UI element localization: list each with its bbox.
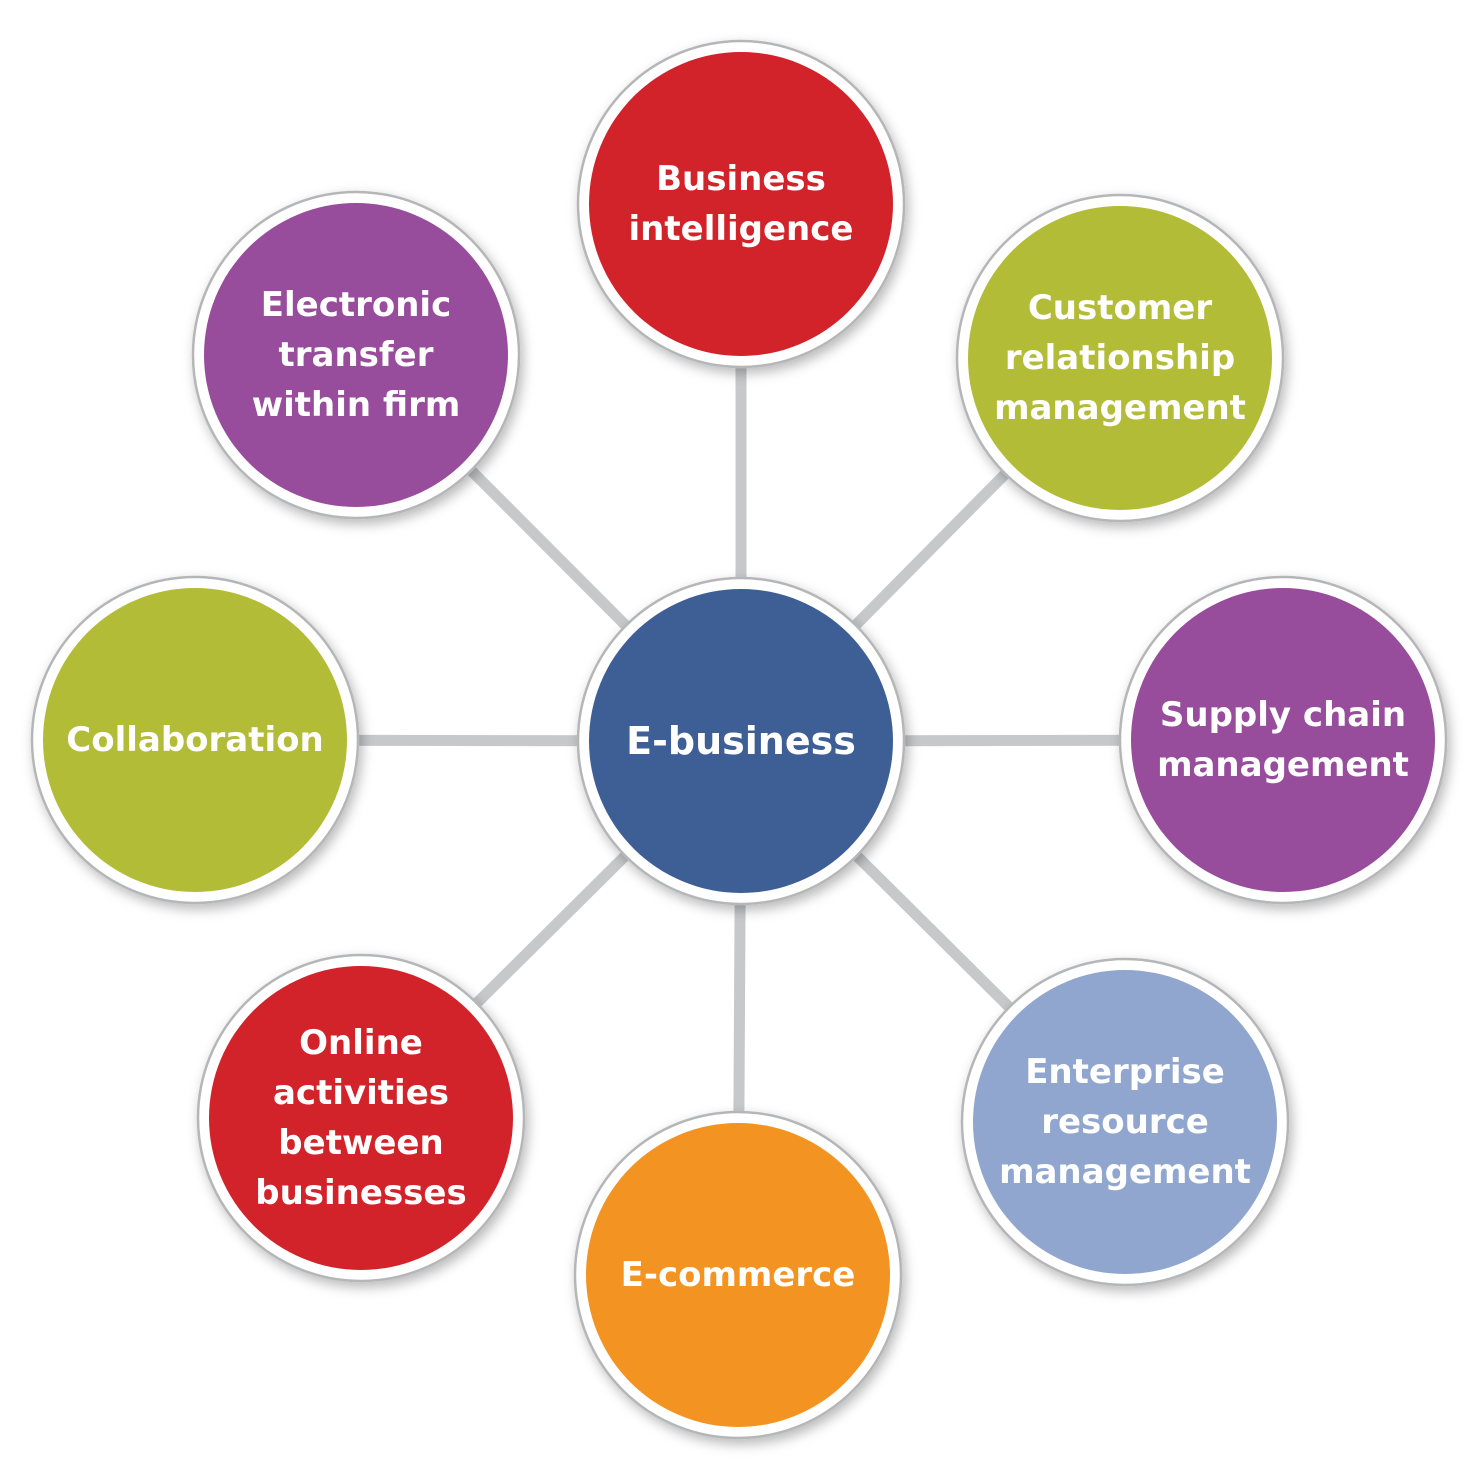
node-electronic-transfer-within-firm-label-line: transfer (278, 335, 433, 375)
node-supply-chain-management-label-line: management (1157, 745, 1409, 785)
node-collaboration-label-line: Collaboration (66, 720, 323, 760)
node-online-activities-between-businesses-label-line: Online (299, 1023, 423, 1063)
node-e-commerce-label-line: E-commerce (621, 1255, 856, 1295)
node-customer-relationship-management-fill (968, 206, 1272, 510)
node-business-intelligence-fill (589, 52, 893, 356)
node-business-intelligence-label-line: Business (656, 159, 826, 199)
node-customer-relationship-management-label-line: relationship (1005, 338, 1235, 378)
hub-node: E-business (576, 576, 906, 906)
node-collaboration-fill (43, 588, 347, 892)
node-enterprise-resource-management-label-line: resource (1041, 1102, 1209, 1142)
node-customer-relationship-management-label-line: Customer (1028, 288, 1212, 328)
node-customer-relationship-management: Customer relationship management (955, 193, 1285, 523)
hub-e-business-fill (589, 589, 893, 893)
node-online-activities-between-businesses-label-line: between (278, 1123, 443, 1163)
node-electronic-transfer-within-firm-label-line: Electronic (261, 285, 452, 325)
node-enterprise-resource-management: Enterprise resource management (960, 957, 1290, 1287)
node-collaboration: Collaboration (30, 575, 360, 905)
node-online-activities-between-businesses-label-line: businesses (255, 1173, 466, 1213)
node-business-intelligence-label-line: intelligence (629, 209, 854, 249)
node-electronic-transfer-within-firm: Electronic transfer within firm (191, 190, 521, 520)
node-e-commerce: E-commerce (573, 1110, 903, 1440)
node-online-activities-between-businesses-fill (209, 966, 513, 1270)
node-e-commerce-fill (586, 1123, 890, 1427)
node-customer-relationship-management-label-line: management (994, 388, 1246, 428)
node-enterprise-resource-management-label-line: management (999, 1152, 1251, 1192)
node-electronic-transfer-within-firm-fill (204, 203, 508, 507)
hub-e-business: E-business (576, 576, 906, 906)
node-online-activities-between-businesses: Online activities between businesses (196, 953, 526, 1283)
node-supply-chain-management-label-line: Supply chain (1160, 695, 1406, 735)
node-supply-chain-management-fill (1131, 588, 1435, 892)
node-online-activities-between-businesses-label-line: activities (273, 1073, 449, 1113)
node-enterprise-resource-management-label-line: Enterprise (1025, 1052, 1225, 1092)
hub-e-business-label-line: E-business (626, 719, 856, 763)
node-supply-chain-management: Supply chain management (1118, 575, 1448, 905)
node-enterprise-resource-management-fill (973, 970, 1277, 1274)
node-electronic-transfer-within-firm-label-line: within firm (252, 385, 461, 425)
node-business-intelligence: Business intelligence (576, 39, 906, 369)
